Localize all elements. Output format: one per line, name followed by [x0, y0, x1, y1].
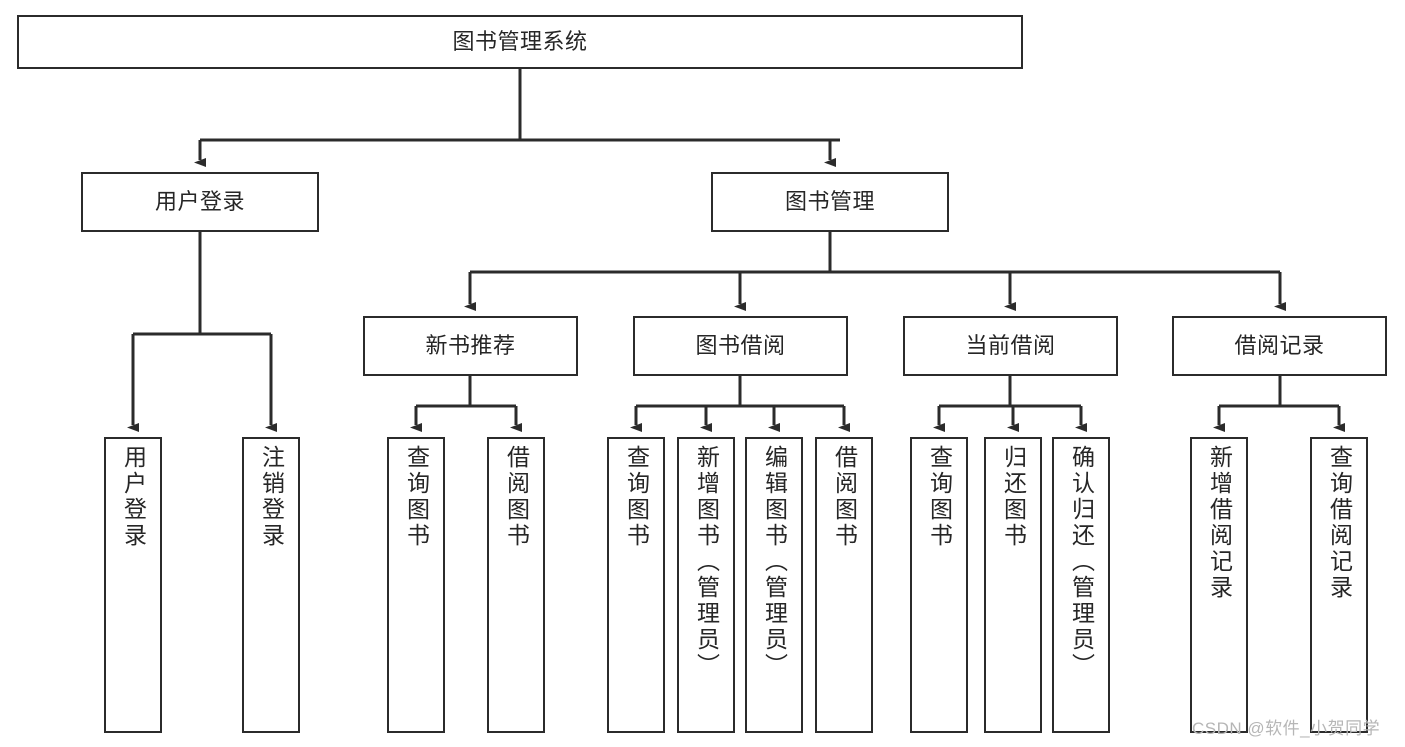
node-book-manage-label: 图书管理 — [784, 189, 875, 215]
node-leaf-user-login-label: 用户登录 — [120, 445, 147, 549]
node-leaf-borrow-book-1-label: 借阅图书 — [503, 445, 530, 549]
node-leaf-add-record-label: 新增借阅记录 — [1206, 445, 1233, 601]
node-leaf-query-record[interactable]: 查询借阅记录 — [1310, 437, 1368, 733]
node-leaf-query-book-1-label: 查询图书 — [403, 445, 430, 549]
csdn-watermark: CSDN @软件_小贺同学 — [1192, 719, 1381, 738]
node-root-label: 图书管理系统 — [452, 29, 588, 55]
node-leaf-query-book-2-label: 查询图书 — [623, 445, 650, 549]
node-new-book-rec[interactable]: 新书推荐 — [363, 316, 578, 376]
node-book-manage[interactable]: 图书管理 — [711, 172, 949, 232]
node-borrow-record-label: 借阅记录 — [1234, 333, 1325, 359]
node-leaf-query-book-3[interactable]: 查询图书 — [910, 437, 968, 733]
node-leaf-confirm-return[interactable]: 确认归还（管理员） — [1052, 437, 1110, 733]
node-new-book-rec-label: 新书推荐 — [425, 333, 516, 359]
node-leaf-add-record[interactable]: 新增借阅记录 — [1190, 437, 1248, 733]
node-leaf-logout[interactable]: 注销登录 — [242, 437, 300, 733]
node-book-borrow-label: 图书借阅 — [695, 333, 786, 359]
node-leaf-query-book-1[interactable]: 查询图书 — [387, 437, 445, 733]
node-leaf-confirm-return-label: 确认归还（管理员） — [1068, 445, 1095, 679]
node-leaf-borrow-book-2-label: 借阅图书 — [831, 445, 858, 549]
node-current-borrow-label: 当前借阅 — [965, 333, 1056, 359]
node-leaf-edit-book[interactable]: 编辑图书（管理员） — [745, 437, 803, 733]
node-leaf-query-book-2[interactable]: 查询图书 — [607, 437, 665, 733]
node-borrow-record[interactable]: 借阅记录 — [1172, 316, 1387, 376]
node-leaf-borrow-book-1[interactable]: 借阅图书 — [487, 437, 545, 733]
node-leaf-return-book[interactable]: 归还图书 — [984, 437, 1042, 733]
node-leaf-user-login[interactable]: 用户登录 — [104, 437, 162, 733]
node-leaf-edit-book-label: 编辑图书（管理员） — [761, 445, 788, 679]
node-leaf-return-book-label: 归还图书 — [1000, 445, 1027, 549]
node-current-borrow[interactable]: 当前借阅 — [903, 316, 1118, 376]
node-leaf-query-record-label: 查询借阅记录 — [1326, 445, 1353, 601]
node-leaf-query-book-3-label: 查询图书 — [926, 445, 953, 549]
node-book-borrow[interactable]: 图书借阅 — [633, 316, 848, 376]
node-leaf-borrow-book-2[interactable]: 借阅图书 — [815, 437, 873, 733]
node-leaf-add-book[interactable]: 新增图书（管理员） — [677, 437, 735, 733]
node-leaf-logout-label: 注销登录 — [258, 445, 285, 549]
node-user-login[interactable]: 用户登录 — [81, 172, 319, 232]
node-root[interactable]: 图书管理系统 — [17, 15, 1023, 69]
node-user-login-label: 用户登录 — [154, 189, 245, 215]
node-leaf-add-book-label: 新增图书（管理员） — [693, 445, 720, 679]
